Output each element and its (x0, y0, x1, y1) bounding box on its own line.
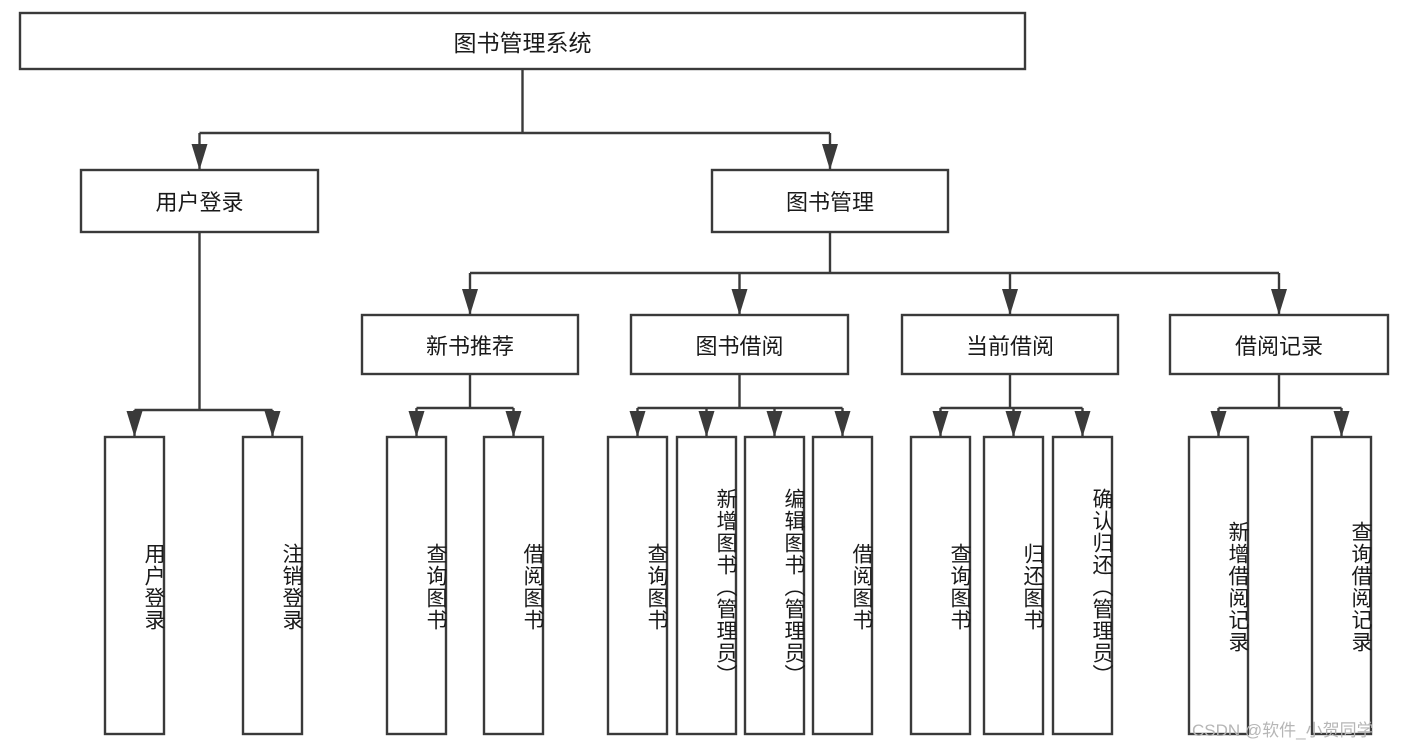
node-box-leaf-add-record[interactable] (1187, 435, 1250, 736)
node-box-leaf-confirm-return[interactable] (1051, 435, 1114, 736)
node-box-leaf-user-login[interactable] (103, 435, 166, 736)
arrow-head-icon (698, 411, 715, 437)
node-box-user-login[interactable] (79, 168, 320, 234)
node-box-leaf-borrow-book-1[interactable] (482, 435, 545, 736)
box-layer (18, 11, 1390, 736)
node-box-root[interactable] (18, 11, 1027, 71)
node-box-book-borrow[interactable] (629, 313, 850, 376)
node-box-current-borrow[interactable] (900, 313, 1120, 376)
node-box-leaf-query-book-2[interactable] (606, 435, 669, 736)
arrow-head-icon (1210, 411, 1227, 437)
arrow-head-icon (932, 411, 949, 437)
arrow-head-icon (1002, 289, 1018, 315)
arrow-head-icon (408, 411, 425, 437)
node-box-new-book-rec[interactable] (360, 313, 580, 376)
arrow-head-icon (1271, 289, 1287, 315)
arrow-head-icon (191, 144, 208, 170)
arrow-head-icon (766, 411, 783, 437)
arrow-head-icon (126, 411, 143, 437)
arrow-head-icon (629, 411, 646, 437)
arrow-head-icon (834, 411, 851, 437)
arrow-head-icon (731, 289, 748, 315)
node-box-leaf-add-book[interactable] (675, 435, 738, 736)
arrow-head-icon (462, 289, 478, 315)
node-box-book-manage[interactable] (710, 168, 950, 234)
node-box-leaf-return-book[interactable] (982, 435, 1045, 736)
node-box-leaf-borrow-book-2[interactable] (811, 435, 874, 736)
arrow-head-icon (264, 411, 281, 437)
connector-layer (126, 69, 1350, 437)
node-box-leaf-query-book-1[interactable] (385, 435, 448, 736)
node-box-leaf-edit-book[interactable] (743, 435, 806, 736)
arrow-head-icon (505, 411, 522, 437)
node-box-leaf-logout[interactable] (241, 435, 304, 736)
arrow-head-icon (1333, 411, 1350, 437)
node-box-borrow-record[interactable] (1168, 313, 1390, 376)
arrow-head-icon (1074, 411, 1091, 437)
node-box-leaf-query-record[interactable] (1310, 435, 1373, 736)
arrow-head-icon (822, 144, 838, 170)
arrow-head-icon (1005, 411, 1022, 437)
node-box-leaf-query-book-3[interactable] (909, 435, 972, 736)
